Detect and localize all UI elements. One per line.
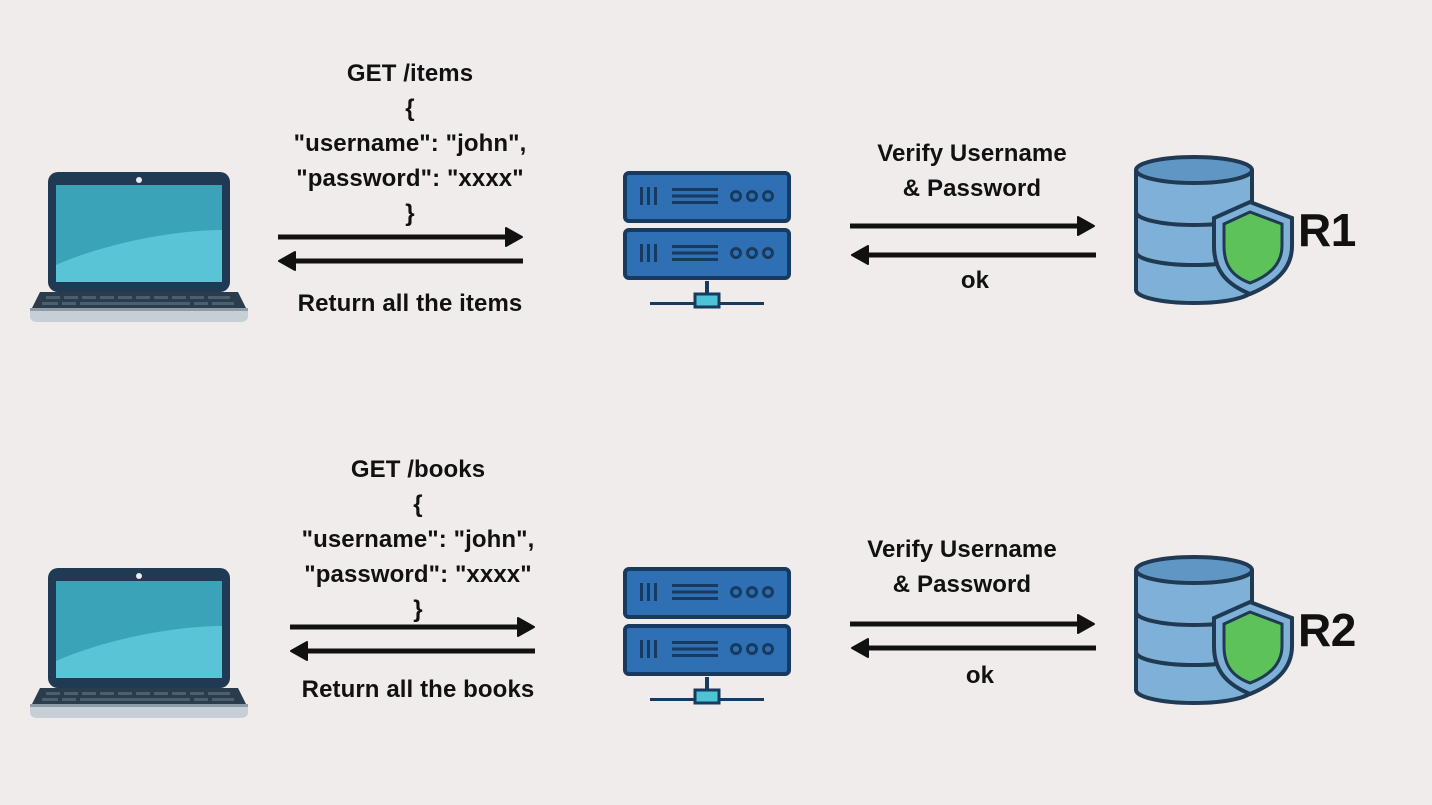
- request-arrow: [276, 226, 526, 248]
- database-icon: [1128, 550, 1296, 706]
- ok-text: ok: [965, 662, 995, 689]
- verify-text: Verify Username & Password: [867, 536, 1057, 598]
- server-icon: [622, 566, 792, 706]
- verify-text: Verify Username & Password: [877, 140, 1067, 202]
- response-text: Return all the items: [297, 290, 523, 317]
- laptop-icon: [28, 170, 250, 332]
- database-icon: [1128, 150, 1296, 306]
- response-arrow: [274, 250, 526, 272]
- ok-arrow: [848, 637, 1098, 659]
- response-text: Return all the books: [301, 676, 535, 703]
- response-arrow: [286, 640, 538, 662]
- ok-text: ok: [960, 267, 990, 294]
- request-flow-1: GET /items { "username": "john", "passwo…: [0, 0, 1432, 400]
- request-text: GET /books { "username": "john", "passwo…: [301, 456, 535, 623]
- request-flow-2: GET /books { "username": "john", "passwo…: [0, 396, 1432, 796]
- request-text: GET /items { "username": "john", "passwo…: [293, 60, 527, 227]
- verify-arrow: [848, 215, 1098, 237]
- database-label: R2: [1298, 604, 1356, 656]
- server-icon: [622, 170, 792, 310]
- request-arrow: [288, 616, 538, 638]
- database-label: R1: [1298, 204, 1356, 256]
- verify-arrow: [848, 613, 1098, 635]
- laptop-icon: [28, 566, 250, 728]
